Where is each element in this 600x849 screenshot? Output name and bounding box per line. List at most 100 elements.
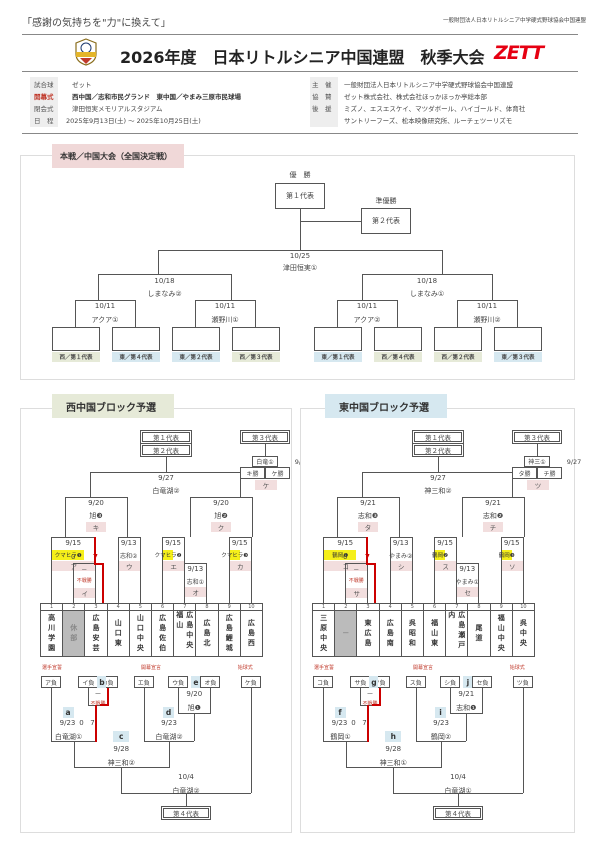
bracket-line [362, 274, 363, 300]
e-venue: 旭❶ [187, 704, 201, 712]
winner-path-line [366, 537, 369, 564]
team-name: 東広島 [356, 611, 380, 657]
bracket-line [337, 300, 338, 327]
match-letter: h [385, 731, 402, 742]
bracket-line [117, 537, 119, 603]
bracket-line [90, 472, 91, 497]
rep4-box: 第４代表 [433, 806, 484, 820]
bracket-line [169, 741, 171, 768]
divider [22, 71, 578, 72]
bracket-line [143, 688, 145, 741]
bracket-line [250, 537, 252, 603]
team-name: 休部 [62, 611, 86, 657]
team-number: 5 [128, 603, 152, 611]
bracket-line [323, 537, 324, 603]
team-slot [112, 327, 160, 351]
winner-path-line [378, 688, 381, 706]
team-number: 8 [195, 603, 219, 611]
bracket-line [190, 497, 252, 498]
bracket-line [500, 537, 502, 603]
match-code: ソ [501, 561, 523, 571]
bracket-line [415, 688, 417, 741]
team-number: 7 [445, 603, 469, 611]
round1-venue: 鶴岡❸ [499, 550, 515, 560]
team-name: 福山中央 [489, 611, 513, 657]
info-value: ゼット [72, 81, 92, 89]
round1-date: 9/13 [187, 565, 204, 573]
bracket-line [51, 688, 52, 741]
bracket-line [231, 274, 232, 300]
bracket-line [434, 537, 457, 538]
round1-venue: やまみ① [455, 579, 479, 586]
team-name: 広島鯉城 [217, 611, 241, 657]
winner-path-line [371, 704, 380, 706]
bracket-line [399, 497, 400, 537]
round1-date: 9/15 [437, 539, 453, 547]
bracket-line [456, 563, 479, 564]
bracket-line [75, 300, 76, 327]
slot-label: 西／第３代表 [232, 352, 280, 362]
rep2-box: 第２代表 [140, 443, 192, 457]
champion-label: 優 勝 [289, 171, 311, 179]
bracket-line [186, 793, 188, 807]
match-code: ツ [527, 480, 549, 490]
team-name: 福山東 [423, 611, 447, 657]
slot-label: 東／第２代表 [172, 352, 220, 362]
bracket-line [500, 537, 523, 538]
match-letter: c [113, 731, 130, 742]
round1-date: 9/15 [231, 539, 248, 547]
rep1-box: 第１代表 [412, 430, 464, 444]
match-code: キ [86, 522, 106, 532]
d-venue: 白竜湖② [155, 733, 183, 741]
team-name: 呉中央 [511, 611, 535, 657]
bracket-line [362, 472, 363, 497]
final-date: 9/27 [430, 474, 446, 482]
bracket-line [206, 563, 208, 603]
bracket-line [323, 537, 368, 538]
champion-box: 第１代表 [275, 183, 325, 209]
team-slot [52, 327, 100, 351]
bracket-line [492, 274, 493, 300]
team-name: 広島中央 福山 [173, 611, 197, 661]
bracket-line [397, 300, 398, 327]
round1-date: 9/13 [459, 565, 476, 573]
quarter-venue: 瀬野川① [211, 316, 239, 324]
third-right: チ勝 [537, 467, 562, 479]
a-date: 9/23 [59, 719, 76, 727]
slot-label: 西／第２代表 [434, 352, 482, 362]
loser-slot: エ負 [133, 676, 154, 688]
bracket-line [195, 300, 196, 327]
winner-path-line [94, 563, 105, 565]
info-label: 開幕式 [34, 93, 54, 101]
info-value: ミズノ、エスエスケイ、マツダボール、ハイゴールド、体育社 [344, 105, 526, 113]
bracket-line [184, 563, 207, 564]
bracket-line [323, 688, 324, 741]
bracket-line [65, 497, 66, 537]
team-name: 広島南 [378, 611, 402, 657]
bracket-line [158, 250, 159, 274]
team-slot [434, 327, 482, 351]
loser-slot: コ負 [313, 676, 333, 688]
team-name: 広島安芸 [84, 611, 108, 657]
team-number: 2 [334, 603, 358, 611]
loser-slot: サ負 [350, 676, 371, 688]
bracket-line [517, 300, 518, 327]
team-slot [172, 327, 220, 351]
slogan: 「感謝の気持ちを"力"に換えて」 [22, 18, 171, 29]
match-letter: d [163, 707, 175, 718]
semi-date: 9/20 [88, 499, 104, 507]
score-right: 7 [90, 719, 95, 727]
rep4-box: 第４代表 [161, 806, 212, 820]
bracket-line [442, 250, 443, 274]
d-venue: 鶴岡② [430, 733, 452, 741]
team-name: － [334, 611, 358, 657]
east-section-label-bg [325, 394, 447, 418]
round1-date: 9/15 [165, 539, 181, 547]
info-value: 一般財団法人日本リトルシニア中学硬式野球協会中国連盟 [344, 81, 513, 89]
bracket-line [121, 767, 123, 793]
quarter-venue: アクア② [353, 316, 381, 324]
round1-venue: － [81, 567, 88, 574]
bracket-line [265, 444, 266, 456]
bracket-line [362, 472, 512, 473]
team-number: 1 [40, 603, 64, 611]
